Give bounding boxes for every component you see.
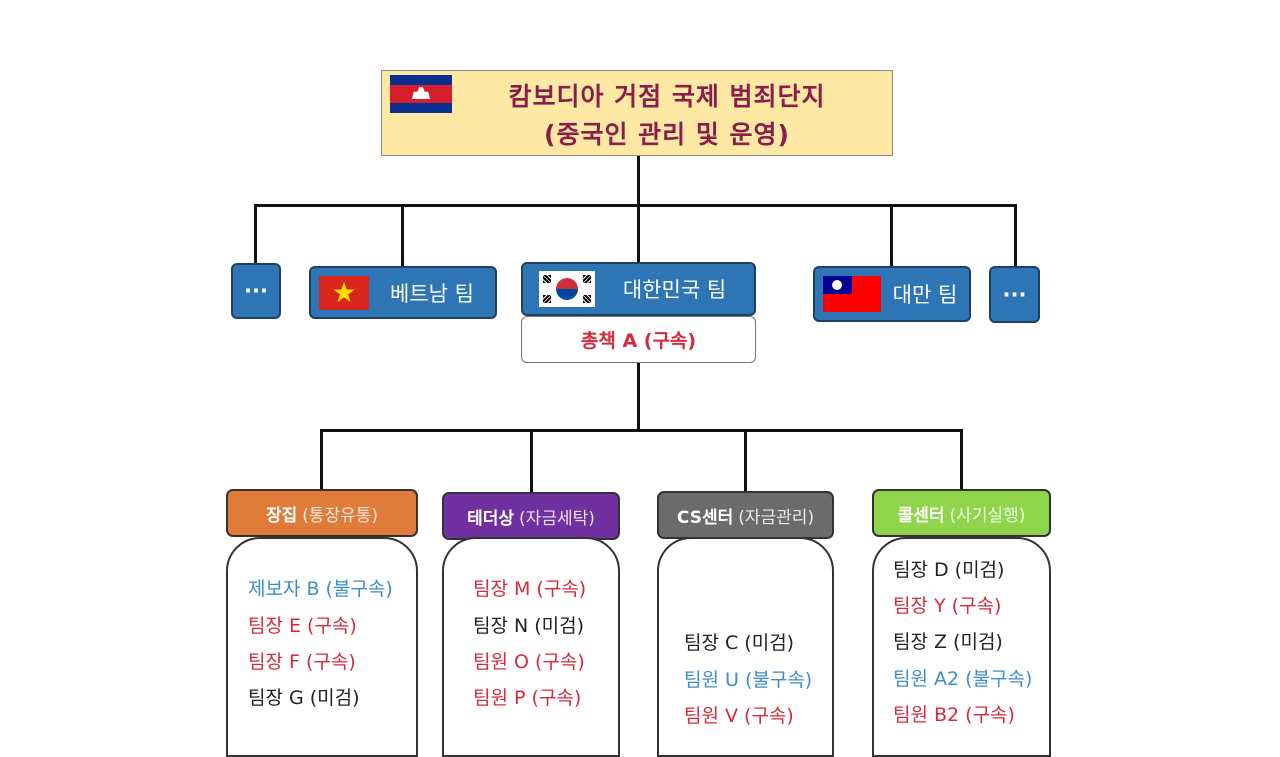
title-line2: (중국인 관리 및 운영) bbox=[544, 120, 790, 149]
connector-line bbox=[637, 204, 640, 263]
member-panel: 제보자 B (불구속) 팀장 E (구속) 팀장 F (구속) 팀장 G (미검… bbox=[226, 537, 418, 757]
member-item: 팀원 A2 (불구속) bbox=[893, 668, 1033, 690]
category-name: CS센터 bbox=[676, 507, 734, 528]
category-name: 장집 bbox=[265, 505, 298, 526]
category-name: 테더상 bbox=[467, 508, 515, 529]
connector-line bbox=[637, 156, 640, 206]
connector-line bbox=[744, 429, 747, 492]
member-item: 팀원 B2 (구속) bbox=[893, 704, 1015, 726]
team-korea[interactable]: 대한민국 팀 bbox=[521, 262, 756, 316]
category-header-cs: CS센터(자금관리) bbox=[657, 491, 834, 539]
member-item: 팀장 Z (미검) bbox=[893, 631, 1003, 653]
connector-line bbox=[1014, 204, 1017, 267]
member-item: 팀원 V (구속) bbox=[684, 705, 794, 727]
connector-line bbox=[960, 429, 963, 490]
team-taiwan[interactable]: 대만 팀 bbox=[813, 266, 971, 322]
category-header-tether: 테더상(자금세탁) bbox=[442, 492, 620, 540]
taiwan-flag-icon bbox=[823, 276, 881, 312]
boss-box: 총책 A (구속) bbox=[521, 316, 756, 363]
team-more-left[interactable]: ··· bbox=[231, 263, 281, 319]
category-role: (자금관리) bbox=[738, 507, 815, 528]
connector-line bbox=[254, 204, 1017, 207]
team-label: 대한민국 팀 bbox=[622, 278, 727, 302]
category-role: (통장유통) bbox=[302, 505, 379, 526]
category-header-callcenter: 콜센터(사기실행) bbox=[872, 489, 1051, 537]
member-item: 팀장 C (미검) bbox=[684, 632, 795, 654]
team-more-right[interactable]: ··· bbox=[989, 266, 1040, 323]
member-item: 팀장 G (미검) bbox=[248, 687, 360, 709]
korea-flag-icon bbox=[539, 271, 595, 307]
vietnam-flag-icon: ★ bbox=[319, 275, 369, 310]
connector-line bbox=[530, 429, 533, 493]
connector-line bbox=[890, 204, 893, 267]
title-box: 캄보디아 거점 국제 범죄단지 (중국인 관리 및 운영) bbox=[381, 70, 893, 156]
member-item: 팀장 E (구속) bbox=[248, 615, 357, 637]
member-panel: 팀장 M (구속) 팀장 N (미검) 팀원 O (구속) 팀원 P (구속) bbox=[442, 537, 620, 757]
member-item: 팀장 Y (구속) bbox=[893, 595, 1002, 617]
connector-line bbox=[254, 204, 257, 264]
team-label: ··· bbox=[1002, 282, 1027, 307]
member-panel: 팀장 D (미검) 팀장 Y (구속) 팀장 Z (미검) 팀원 A2 (불구속… bbox=[872, 537, 1051, 757]
member-item: 팀장 D (미검) bbox=[893, 559, 1005, 581]
member-item: 팀장 N (미검) bbox=[473, 615, 585, 637]
member-panel: 팀장 C (미검) 팀원 U (불구속) 팀원 V (구속) bbox=[657, 537, 834, 757]
category-role: (사기실행) bbox=[949, 505, 1026, 526]
member-item: 제보자 B (불구속) bbox=[248, 578, 393, 600]
category-header-jangjip: 장집(통장유통) bbox=[226, 489, 418, 537]
member-item: 팀장 M (구속) bbox=[473, 578, 587, 600]
category-name: 콜센터 bbox=[897, 505, 945, 526]
member-item: 팀원 O (구속) bbox=[473, 651, 585, 673]
member-item: 팀장 F (구속) bbox=[248, 651, 356, 673]
team-label: 베트남 팀 bbox=[390, 281, 474, 306]
title-line1: 캄보디아 거점 국제 범죄단지 bbox=[508, 82, 826, 111]
category-role: (자금세탁) bbox=[519, 508, 595, 529]
team-label: 대만 팀 bbox=[892, 283, 958, 307]
team-vietnam[interactable]: ★ 베트남 팀 bbox=[309, 266, 497, 319]
connector-line bbox=[401, 204, 404, 267]
team-label: ··· bbox=[244, 279, 268, 303]
connector-line bbox=[637, 362, 640, 431]
cambodia-flag-icon bbox=[390, 75, 452, 113]
member-item: 팀원 P (구속) bbox=[473, 687, 582, 709]
member-item: 팀원 U (불구속) bbox=[684, 669, 813, 691]
connector-line bbox=[320, 429, 963, 432]
connector-line bbox=[320, 429, 323, 490]
